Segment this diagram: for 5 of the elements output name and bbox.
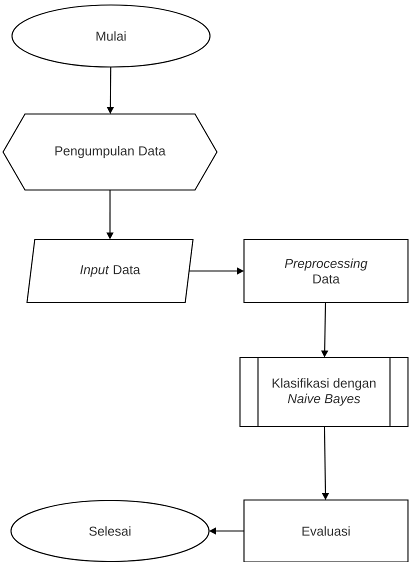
- input-parallelogram: Input Data: [26, 238, 194, 304]
- process-box: Evaluasi: [243, 499, 409, 562]
- process-box: Preprocessing Data: [243, 238, 409, 304]
- preparation-hexagon: Pengumpulan Data: [2, 113, 218, 191]
- predefined-process-box: Klasifikasi dengan Naive Bayes: [239, 356, 409, 428]
